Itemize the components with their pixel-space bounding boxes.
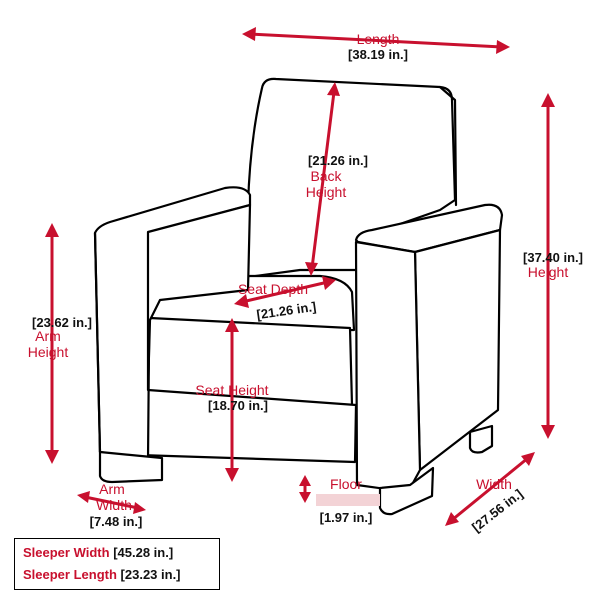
back-height-arrow bbox=[310, 91, 336, 269]
height-value: [37.40 in.] bbox=[523, 250, 583, 265]
right-arm-front bbox=[354, 240, 422, 494]
sleeper-length-row: Sleeper Length [23.23 in.] bbox=[23, 564, 211, 586]
width-arrow bbox=[451, 456, 529, 522]
sleeper-length-value: [23.23 in.] bbox=[120, 567, 181, 582]
seat-height-value: [18.70 in.] bbox=[208, 398, 268, 413]
seat-depth-arrowhead-right bbox=[322, 276, 336, 290]
width-label: Width bbox=[476, 476, 512, 492]
width-arrowhead-left bbox=[445, 512, 459, 526]
arm-width-arrowhead-right bbox=[133, 502, 146, 514]
back-height-label-line1: Back bbox=[310, 168, 342, 184]
floor-blurred-text bbox=[316, 494, 380, 506]
length-arrow bbox=[249, 32, 503, 49]
floor-arrowhead-top bbox=[299, 475, 311, 486]
front-left-leg bbox=[98, 450, 164, 484]
floor-arrowhead-bottom bbox=[299, 492, 311, 503]
arm-height-arrowhead-bottom bbox=[45, 450, 59, 464]
floor-label: Floor bbox=[330, 476, 362, 492]
seat-depth-arrow bbox=[241, 280, 329, 304]
seat-depth-label: Seat Depth bbox=[238, 281, 308, 297]
seat-depth-arrowhead-left bbox=[234, 294, 249, 308]
backrest-side bbox=[438, 85, 458, 207]
length-arrowhead-right bbox=[496, 40, 510, 54]
back-height-arrowhead-bottom bbox=[305, 262, 318, 276]
backrest bbox=[246, 77, 457, 279]
back-height-arrowhead-top bbox=[327, 82, 340, 96]
seat-height-label: Seat Height bbox=[195, 382, 268, 398]
seat-height-arrowhead-top bbox=[225, 318, 239, 332]
arm-width-label-line2: Width bbox=[96, 497, 132, 513]
arm-height-value: [23.62 in.] bbox=[32, 315, 92, 330]
arm-width-value: [7.48 in.] bbox=[90, 514, 143, 529]
sleeper-width-value: [45.28 in.] bbox=[113, 545, 174, 560]
width-value: [27.56 in.] bbox=[469, 486, 525, 535]
arm-width-arrow bbox=[84, 495, 139, 510]
arm-height-label-line1: Arm bbox=[35, 328, 61, 344]
length-arrowhead-left bbox=[242, 27, 256, 41]
sleeper-length-label: Sleeper Length bbox=[23, 567, 117, 582]
left-arm-edge bbox=[93, 231, 102, 454]
length-value: [38.19 in.] bbox=[348, 47, 408, 62]
left-arm-inner bbox=[146, 203, 252, 392]
height-arrowhead-top bbox=[541, 93, 555, 107]
dimension-arrows bbox=[45, 27, 555, 526]
front-right-leg bbox=[378, 466, 435, 516]
back-height-value: [21.26 in.] bbox=[308, 153, 368, 168]
floor-value: [1.97 in.] bbox=[320, 510, 373, 525]
sleeper-legend: Sleeper Width [45.28 in.] Sleeper Length… bbox=[14, 538, 220, 590]
height-label: Height bbox=[528, 264, 569, 280]
height-arrowhead-bottom bbox=[541, 425, 555, 439]
length-label: Length bbox=[357, 31, 400, 47]
left-arm-outer bbox=[93, 186, 252, 462]
arm-width-label-line1: Arm bbox=[99, 481, 125, 497]
back-height-label-line2: Height bbox=[306, 184, 347, 200]
sleeper-width-label: Sleeper Width bbox=[23, 545, 110, 560]
armchair-illustration bbox=[93, 77, 504, 516]
back-right-leg bbox=[468, 424, 494, 454]
right-arm-top bbox=[354, 203, 504, 254]
arm-height-label-line2: Height bbox=[28, 344, 69, 360]
arm-height-arrowhead-top bbox=[45, 223, 59, 237]
width-arrowhead-right bbox=[521, 452, 535, 466]
sleeper-width-row: Sleeper Width [45.28 in.] bbox=[23, 542, 211, 564]
arm-width-arrowhead-left bbox=[77, 491, 90, 503]
seat-height-arrowhead-bottom bbox=[225, 468, 239, 482]
